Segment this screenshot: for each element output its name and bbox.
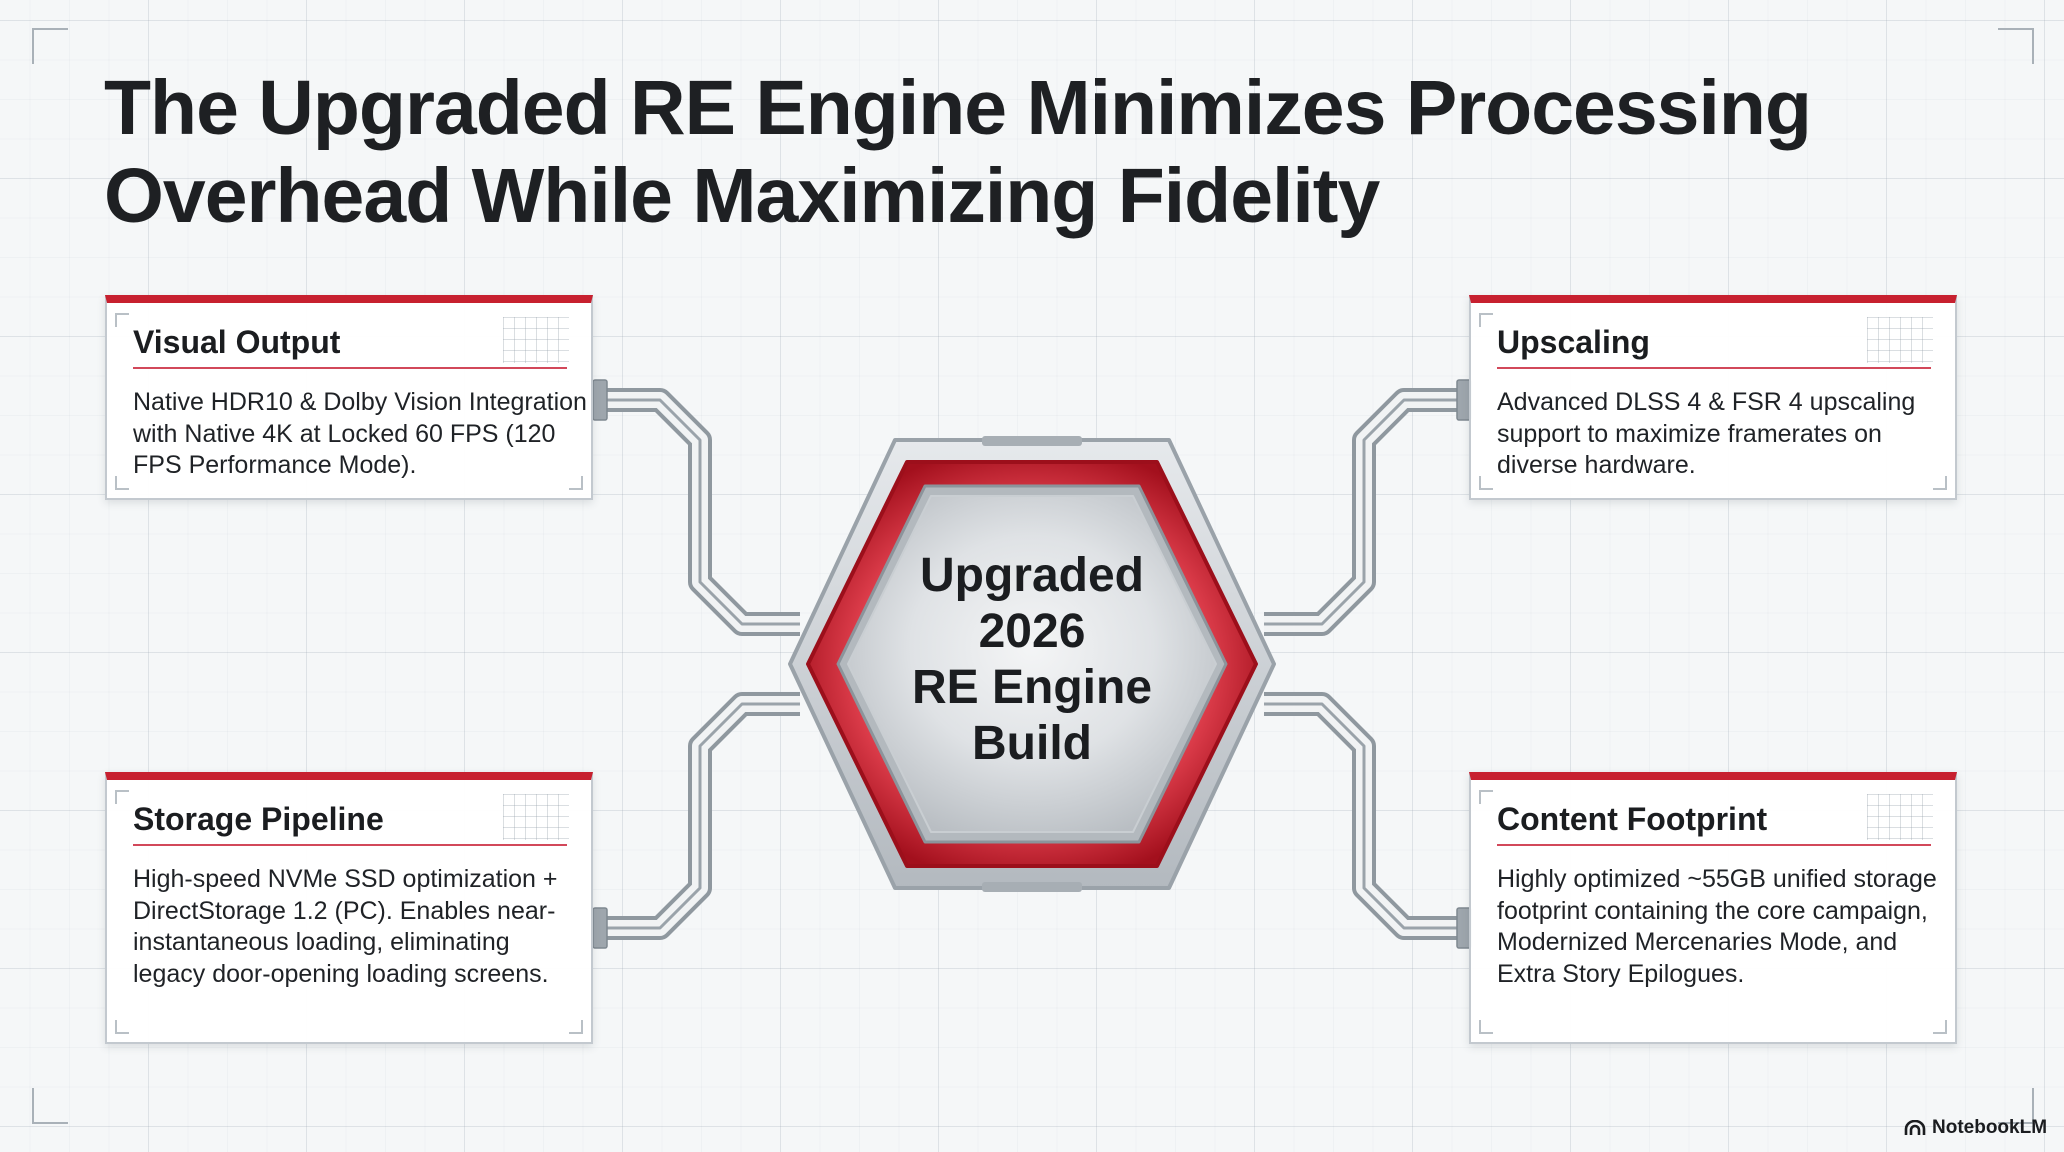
- port-visual-output: [592, 379, 608, 421]
- card-body: Highly optimized ~55GB unified storage f…: [1497, 865, 1937, 988]
- hexagon-hub-icon: [788, 436, 1276, 892]
- card-grid-decoration: [503, 317, 569, 363]
- hub-label: Upgraded 2026 RE Engine Build: [830, 548, 1234, 772]
- card-divider: [133, 367, 567, 369]
- card-upscaling: Upscaling Advanced DLSS 4 & FSR 4 upscal…: [1469, 295, 1957, 500]
- frame-corner-top-left: [32, 28, 68, 64]
- card-title: Storage Pipeline: [133, 801, 384, 837]
- frame-corner-top-right: [1998, 28, 2034, 64]
- notebooklm-logo-icon: [1904, 1120, 1926, 1135]
- card-grid-decoration: [503, 794, 569, 840]
- slide-title: The Upgraded RE Engine Minimizes Process…: [104, 65, 1812, 239]
- card-body: High-speed NVMe SSD optimization + Direc…: [133, 865, 558, 988]
- card-title: Content Footprint: [1497, 801, 1768, 837]
- notebooklm-watermark: NotebookLM: [1904, 1117, 2047, 1139]
- card-visual-output: Visual Output Native HDR10 & Dolby Visio…: [105, 295, 593, 500]
- card-divider: [1497, 367, 1931, 369]
- frame-corner-bottom-right: [1998, 1088, 2034, 1124]
- card-divider: [1497, 844, 1931, 846]
- frame-corner-bottom-left: [32, 1088, 68, 1124]
- card-title: Upscaling: [1497, 324, 1650, 360]
- card-divider: [133, 844, 567, 846]
- port-storage-pipeline: [592, 907, 608, 949]
- hub-label-line-4: Build: [972, 717, 1092, 770]
- hub-label-line-3: RE Engine: [911, 661, 1153, 714]
- card-grid-decoration: [1867, 317, 1933, 363]
- card-body: Native HDR10 & Dolby Vision Integration …: [133, 388, 587, 479]
- card-grid-decoration: [1867, 794, 1933, 840]
- card-body: Advanced DLSS 4 & FSR 4 upscaling suppor…: [1497, 388, 1916, 479]
- hub-label-line-2: 2026: [978, 605, 1086, 658]
- card-content-footprint: Content Footprint Highly optimized ~55GB…: [1469, 772, 1957, 1044]
- card-storage-pipeline: Storage Pipeline High-speed NVMe SSD opt…: [105, 772, 593, 1044]
- card-title: Visual Output: [133, 324, 341, 360]
- brand-name: NotebookLM: [1932, 1117, 2048, 1138]
- hub-label-line-1: Upgraded: [919, 549, 1144, 602]
